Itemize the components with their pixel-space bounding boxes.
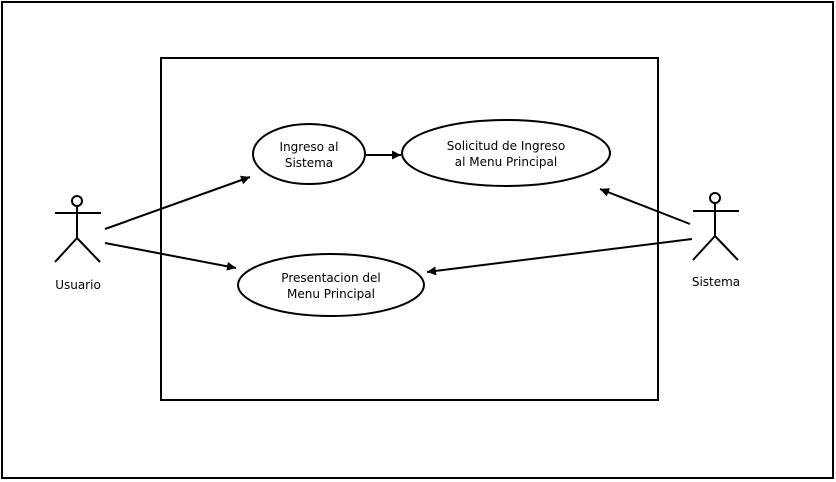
actor-usuario[interactable]: Usuario [54, 195, 101, 292]
use-case-solicitud-de-ingreso[interactable]: Solicitud de Ingreso al Menu Principal [401, 119, 611, 187]
use-case-solicitud-label-line2: al Menu Principal [455, 155, 557, 169]
actor-sistema-label: Sistema [692, 275, 740, 289]
use-case-solicitud-label-line1: Solicitud de Ingreso [447, 139, 566, 153]
use-case-presentacion-label-line1: Presentacion del [281, 271, 380, 285]
use-case-presentacion-del-menu[interactable]: Presentacion del Menu Principal [237, 253, 425, 317]
arrow-sistema-to-presentacion [426, 238, 693, 276]
actor-usuario-label: Usuario [55, 278, 101, 292]
actor-usuario-figure [54, 195, 101, 263]
system-boundary [160, 57, 659, 401]
use-case-ingreso-ellipse [252, 123, 366, 185]
use-case-ingreso-label-line2: Sistema [285, 156, 333, 170]
use-case-ingreso-al-sistema[interactable]: Ingreso al Sistema [252, 123, 366, 185]
use-case-solicitud-ellipse [401, 119, 611, 187]
arrow-usuario-to-presentacion [104, 242, 237, 271]
actor-sistema-figure [692, 192, 739, 261]
use-case-ingreso-label-line1: Ingreso al [280, 140, 339, 154]
actor-sistema[interactable]: Sistema [692, 192, 740, 289]
use-case-presentacion-label-line2: Menu Principal [287, 287, 375, 301]
arrow-sistema-to-solicitud [599, 188, 691, 225]
arrow-usuario-to-ingreso [104, 175, 251, 230]
use-case-presentacion-ellipse [237, 253, 425, 317]
